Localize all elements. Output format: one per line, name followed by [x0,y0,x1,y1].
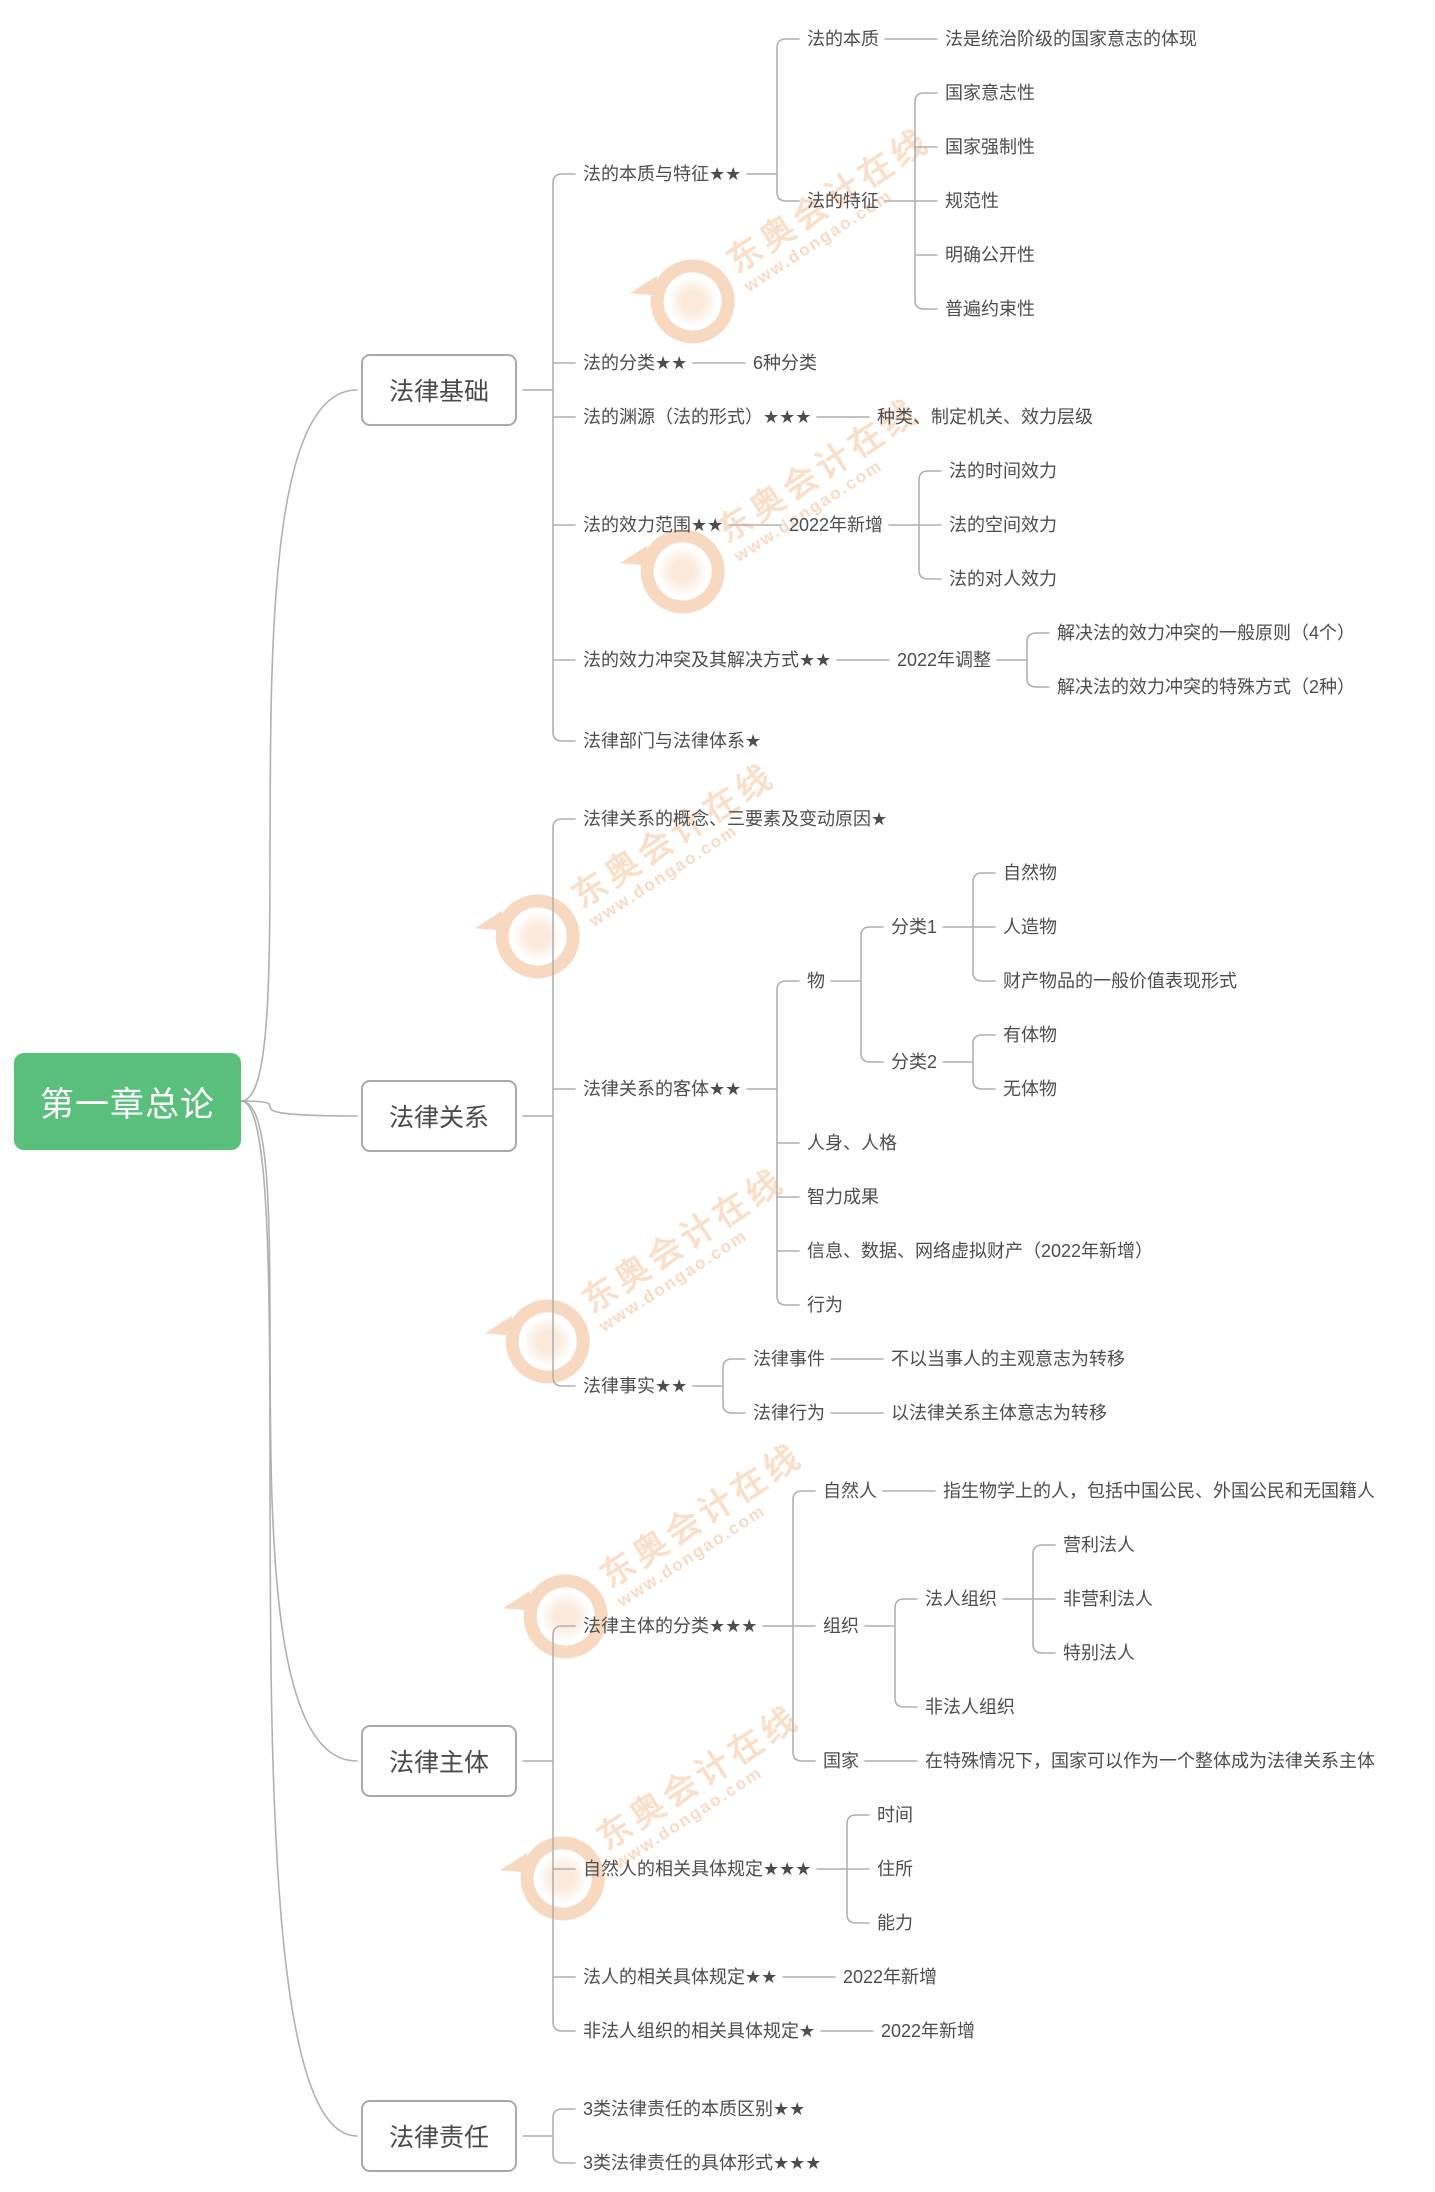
topic-node[interactable]: 不以当事人的主观意志为转移 [891,1349,1125,1369]
topic-node[interactable]: 法律事实★★ [583,1376,688,1396]
topic-node[interactable]: 法的空间效力 [949,515,1057,535]
topic-node[interactable]: 明确公开性 [945,245,1035,265]
topic-node[interactable]: 法人的相关具体规定★★ [583,1967,778,1987]
topic-node[interactable]: 营利法人 [1063,1535,1135,1555]
topic-node[interactable]: 非营利法人 [1063,1589,1153,1609]
topic-node[interactable]: 法是统治阶级的国家意志的体现 [945,29,1197,49]
topic-node[interactable]: 法的对人效力 [949,569,1057,589]
topic-node[interactable]: 智力成果 [807,1187,879,1207]
topic-node[interactable]: 法律部门与法律体系★ [583,731,762,751]
topic-node[interactable]: 国家 [823,1751,859,1771]
topic-node[interactable]: 财产物品的一般价值表现形式 [1003,971,1237,991]
topic-node[interactable]: 法人组织 [925,1589,997,1609]
topic-node[interactable]: 有体物 [1003,1025,1057,1045]
topic-node[interactable]: 法律主体的分类★★★ [583,1616,758,1636]
topic-node[interactable]: 法律关系的概念、三要素及变动原因★ [583,809,888,829]
topic-node[interactable]: 分类1 [891,917,938,937]
topic-node[interactable]: 自然物 [1003,863,1057,883]
topic-node[interactable]: 规范性 [945,191,999,211]
topic-node[interactable]: 住所 [877,1859,913,1879]
branch-node[interactable]: 法律基础 [361,354,518,426]
topic-node[interactable]: 2022年新增 [789,515,884,535]
root-node[interactable]: 第一章总论 [14,1052,241,1150]
topic-node[interactable]: 物 [807,971,825,991]
topic-node[interactable]: 法的本质 [807,29,879,49]
topic-node[interactable]: 组织 [823,1616,859,1636]
topic-node[interactable]: 非法人组织的相关具体规定★ [583,2021,816,2041]
topic-node[interactable]: 法律关系的客体★★ [583,1079,742,1099]
topic-node[interactable]: 解决法的效力冲突的特殊方式（2种） [1057,677,1356,697]
branch-node[interactable]: 法律主体 [361,1725,518,1797]
topic-node[interactable]: 法律事件 [753,1349,825,1369]
topic-node[interactable]: 解决法的效力冲突的一般原则（4个） [1057,623,1356,643]
topic-node[interactable]: 法的效力冲突及其解决方式★★ [583,650,832,670]
topic-node[interactable]: 分类2 [891,1052,938,1072]
branch-node[interactable]: 法律责任 [361,2100,518,2172]
topic-node[interactable]: 国家意志性 [945,83,1035,103]
topic-node[interactable]: 人造物 [1003,917,1057,937]
topic-node[interactable]: 法的渊源（法的形式）★★★ [583,407,812,427]
topic-node[interactable]: 普遍约束性 [945,299,1035,319]
branch-node[interactable]: 法律关系 [361,1080,518,1152]
topic-node[interactable]: 种类、制定机关、效力层级 [877,407,1093,427]
topic-node[interactable]: 法的分类★★ [583,353,688,373]
topic-node[interactable]: 能力 [877,1913,913,1933]
topic-node[interactable]: 2022年新增 [843,1967,938,1987]
topic-node[interactable]: 自然人的相关具体规定★★★ [583,1859,812,1879]
topic-node[interactable]: 无体物 [1003,1079,1057,1099]
topic-node[interactable]: 3类法律责任的本质区别★★ [583,2099,806,2119]
topic-node[interactable]: 非法人组织 [925,1697,1015,1717]
topic-node[interactable]: 2022年调整 [897,650,992,670]
topic-node[interactable]: 2022年新增 [881,2021,976,2041]
topic-node[interactable]: 行为 [807,1295,843,1315]
topic-node[interactable]: 法的效力范围★★ [583,515,724,535]
topic-node[interactable]: 自然人 [823,1481,877,1501]
topic-node[interactable]: 法律行为 [753,1403,825,1423]
topic-node[interactable]: 以法律关系主体意志为转移 [891,1403,1107,1423]
topic-node[interactable]: 6种分类 [753,353,818,373]
topic-node[interactable]: 人身、人格 [807,1133,897,1153]
topic-node[interactable]: 信息、数据、网络虚拟财产（2022年新增） [807,1241,1154,1261]
topic-node[interactable]: 时间 [877,1805,913,1825]
topic-node[interactable]: 3类法律责任的具体形式★★★ [583,2153,822,2173]
topic-node[interactable]: 在特殊情况下，国家可以作为一个整体成为法律关系主体 [925,1751,1375,1771]
topic-node[interactable]: 特别法人 [1063,1643,1135,1663]
topic-node[interactable]: 法的特征 [807,191,879,211]
topic-node[interactable]: 指生物学上的人，包括中国公民、外国公民和无国籍人 [943,1481,1375,1501]
topic-node[interactable]: 法的时间效力 [949,461,1057,481]
topic-node[interactable]: 法的本质与特征★★ [583,164,742,184]
topic-node[interactable]: 国家强制性 [945,137,1035,157]
